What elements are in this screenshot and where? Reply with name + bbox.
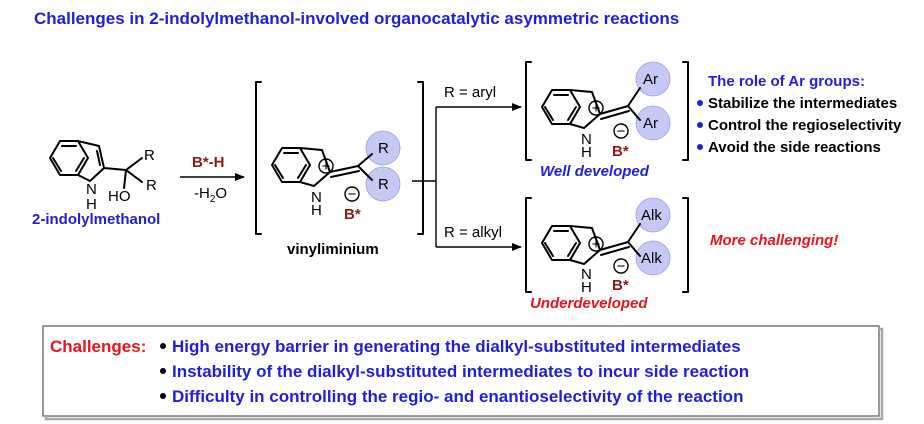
aryl-group-upper: Ar bbox=[643, 71, 658, 88]
start-r-upper: R bbox=[144, 147, 155, 164]
alkyl-condition: R = alkyl bbox=[444, 224, 502, 241]
alkyl-plus: + bbox=[592, 236, 601, 253]
role-heading: The role of Ar groups: bbox=[708, 73, 865, 90]
vinyliminium-plus: + bbox=[322, 158, 331, 175]
scheme-title: Challenges in 2-indolylmethanol-involved… bbox=[34, 9, 679, 28]
vinyliminium-r-lower: R bbox=[378, 176, 389, 193]
catalyst-label: B*-H bbox=[192, 154, 225, 171]
start-nitrogen: N bbox=[86, 181, 97, 198]
alkyl-group-lower: Alk bbox=[641, 250, 662, 267]
vinyliminium-r-upper: R bbox=[378, 140, 389, 157]
alkyl-counterion: B* bbox=[612, 277, 629, 294]
vinyliminium-nitrogen: N bbox=[311, 189, 322, 206]
alkyl-intermediate-structure: + N H − B* Alk Alk bbox=[525, 197, 689, 296]
vinyliminium-minus: − bbox=[348, 186, 357, 203]
intermediate-name: vinyliminium bbox=[287, 241, 379, 258]
aryl-intermediate-structure: + N H − B* Ar Ar bbox=[525, 61, 689, 161]
start-material-structure: N H R R HO bbox=[49, 140, 157, 213]
aryl-minus: − bbox=[617, 123, 626, 140]
alkyl-nitrogen: N bbox=[581, 266, 592, 283]
aryl-counterion: B* bbox=[612, 143, 629, 160]
vinyliminium-counterion: B* bbox=[344, 206, 361, 223]
vinyliminium-nitrogen-hydrogen: H bbox=[311, 202, 322, 219]
aryl-status: Well developed bbox=[540, 163, 650, 180]
role-item: Control the regioselectivity bbox=[708, 117, 902, 134]
role-item: Stabilize the intermediates bbox=[708, 95, 897, 112]
start-hydroxyl: HO bbox=[108, 188, 131, 205]
aryl-nitrogen-hydrogen: H bbox=[581, 144, 592, 161]
aryl-plus: + bbox=[592, 100, 601, 117]
challenge-item: Instability of the dialkyl-substituted i… bbox=[172, 362, 749, 381]
vinyliminium-structure: + N H − B* R R bbox=[255, 81, 424, 235]
branch-connector bbox=[412, 107, 437, 247]
start-r-lower: R bbox=[146, 177, 157, 194]
alkyl-note: More challenging! bbox=[710, 232, 838, 249]
alkyl-group-upper: Alk bbox=[641, 207, 662, 224]
aryl-condition: R = aryl bbox=[444, 84, 496, 101]
start-nitrogen-hydrogen: H bbox=[86, 196, 97, 213]
alkyl-minus: − bbox=[617, 258, 626, 275]
aryl-group-lower: Ar bbox=[643, 115, 658, 132]
byproduct-label: -H2O bbox=[194, 185, 227, 205]
alkyl-status: Underdeveloped bbox=[530, 295, 648, 312]
role-item: Avoid the side reactions bbox=[708, 139, 881, 156]
aryl-nitrogen: N bbox=[581, 131, 592, 148]
role-list: Stabilize the intermediates Control the … bbox=[697, 95, 902, 156]
challenge-item: Difficulty in controlling the regio- and… bbox=[172, 387, 743, 406]
alkyl-nitrogen-hydrogen: H bbox=[581, 279, 592, 296]
challenge-item: High energy barrier in generating the di… bbox=[172, 337, 741, 356]
challenges-box bbox=[42, 325, 880, 417]
challenges-label: Challenges: bbox=[50, 337, 146, 356]
start-material-name: 2-indolylmethanol bbox=[32, 211, 160, 228]
